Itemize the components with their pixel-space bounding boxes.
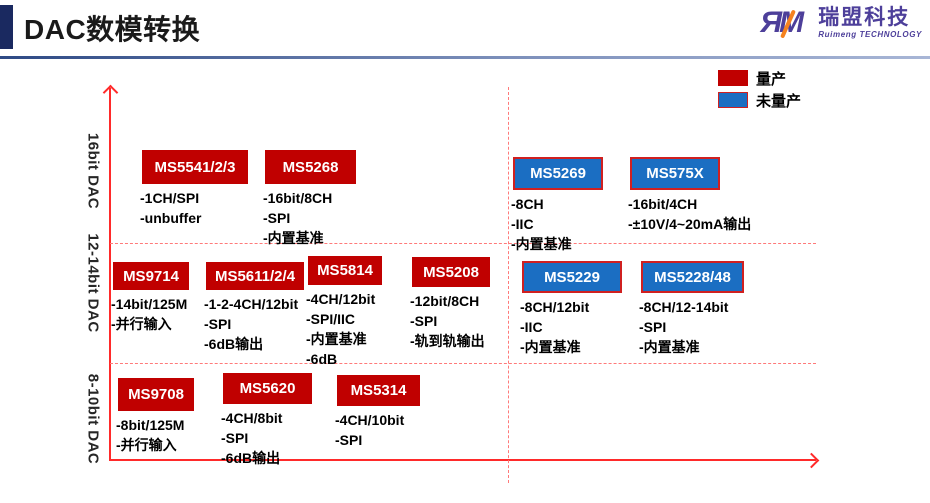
product-spec: -8bit/125M bbox=[116, 417, 185, 433]
product-card: MS5541/2/3 -1CH/SPI -unbuffer bbox=[140, 150, 248, 228]
product-spec: -6dB输出 bbox=[204, 336, 264, 352]
product-card: MS5269 -8CH -IIC -内置基准 bbox=[511, 157, 603, 254]
legend-label: 量产 bbox=[756, 70, 787, 88]
product-specs: -8CH -IIC -内置基准 bbox=[511, 194, 603, 254]
product-card: MS5611/2/4 -1-2-4CH/12bit -SPI -6dB输出 bbox=[204, 262, 304, 354]
row-label-16bit: 16bit DAC bbox=[84, 132, 102, 210]
product-card: MS5314 -4CH/10bit -SPI bbox=[335, 375, 420, 450]
product-spec: -并行输入 bbox=[111, 316, 172, 332]
row-label-12-14bit: 12-14bit DAC bbox=[84, 233, 102, 333]
product-card: MS5228/48 -8CH/12-14bit -SPI -内置基准 bbox=[639, 261, 744, 357]
x-axis-line bbox=[110, 459, 816, 461]
product-spec: -8CH/12-14bit bbox=[639, 299, 729, 315]
product-spec: -SPI/IIC bbox=[306, 311, 356, 327]
logo-text: 瑞盟科技 Ruimeng TECHNOLOGY bbox=[818, 6, 922, 40]
product-specs: -8bit/125M -并行输入 bbox=[116, 415, 194, 455]
product-spec: -内置基准 bbox=[306, 331, 367, 347]
product-spec: -1-2-4CH/12bit bbox=[204, 296, 299, 312]
product-spec: -SPI bbox=[221, 430, 249, 446]
product-spec: -8CH/12bit bbox=[520, 299, 590, 315]
product-spec: -内置基准 bbox=[511, 236, 572, 252]
product-specs: -14bit/125M -并行输入 bbox=[111, 294, 189, 334]
row-divider-dashed-1 bbox=[110, 243, 816, 244]
product-card: MS575X -16bit/4CH -±10V/4~20mA输出 bbox=[628, 157, 751, 234]
product-specs: -4CH/10bit -SPI bbox=[335, 410, 420, 450]
product-spec: -14bit/125M bbox=[111, 296, 188, 312]
product-spec: -12bit/8CH bbox=[410, 293, 480, 309]
product-spec: -轨到轨输出 bbox=[410, 333, 485, 349]
product-specs: -1-2-4CH/12bit -SPI -6dB输出 bbox=[204, 294, 304, 354]
product-specs: -16bit/8CH -SPI -内置基准 bbox=[263, 188, 356, 248]
row-label-8-10bit: 8-10bit DAC bbox=[84, 373, 102, 465]
column-divider-dashed bbox=[508, 87, 509, 483]
product-spec: -16bit/4CH bbox=[628, 196, 698, 212]
product-spec: -内置基准 bbox=[520, 339, 581, 355]
product-spec: -IIC bbox=[511, 216, 534, 232]
product-card: MS9714 -14bit/125M -并行输入 bbox=[111, 262, 189, 334]
logo-company-en: Ruimeng TECHNOLOGY bbox=[818, 30, 922, 39]
product-specs: -12bit/8CH -SPI -轨到轨输出 bbox=[410, 291, 490, 351]
page-title: DAC数模转换 bbox=[24, 14, 201, 45]
product-spec: -6dB bbox=[306, 351, 338, 367]
product-chip: MS5620 bbox=[223, 373, 312, 404]
product-chip: MS5541/2/3 bbox=[142, 150, 248, 184]
product-spec: -内置基准 bbox=[263, 230, 324, 246]
product-chip: MS5228/48 bbox=[641, 261, 744, 293]
product-spec: -SPI bbox=[410, 313, 438, 329]
product-spec: -1CH/SPI bbox=[140, 190, 200, 206]
product-card: MS5208 -12bit/8CH -SPI -轨到轨输出 bbox=[410, 257, 490, 351]
product-specs: -4CH/12bit -SPI/IIC -内置基准 -6dB bbox=[306, 289, 382, 369]
product-spec: -IIC bbox=[520, 319, 543, 335]
product-card: MS5229 -8CH/12bit -IIC -内置基准 bbox=[520, 261, 622, 357]
product-spec: -并行输入 bbox=[116, 437, 177, 453]
y-axis-line bbox=[109, 88, 111, 461]
product-card: MS9708 -8bit/125M -并行输入 bbox=[116, 378, 194, 455]
product-chip: MS5268 bbox=[265, 150, 356, 184]
legend-swatch bbox=[718, 92, 748, 108]
legend-row: 量产 bbox=[718, 70, 801, 88]
product-card: MS5620 -4CH/8bit -SPI -6dB输出 bbox=[221, 373, 312, 468]
product-spec: -SPI bbox=[263, 210, 291, 226]
product-card: MS5814 -4CH/12bit -SPI/IIC -内置基准 -6dB bbox=[306, 256, 382, 369]
product-specs: -1CH/SPI -unbuffer bbox=[140, 188, 248, 228]
legend: 量产未量产 bbox=[718, 70, 801, 114]
company-logo: ЯM 瑞盟科技 Ruimeng TECHNOLOGY bbox=[760, 6, 922, 46]
title-accent-bar bbox=[0, 5, 13, 49]
product-chip: MS9708 bbox=[118, 378, 194, 411]
product-chip: MS575X bbox=[630, 157, 720, 190]
product-spec: -SPI bbox=[204, 316, 232, 332]
header-divider bbox=[0, 56, 930, 59]
legend-swatch bbox=[718, 70, 748, 86]
legend-label: 未量产 bbox=[756, 92, 802, 110]
product-card: MS5268 -16bit/8CH -SPI -内置基准 bbox=[263, 150, 356, 248]
logo-company-cn: 瑞盟科技 bbox=[818, 6, 911, 29]
x-axis-arrow-icon bbox=[803, 452, 820, 469]
product-spec: -6dB输出 bbox=[221, 450, 281, 466]
product-spec: -SPI bbox=[335, 432, 363, 448]
product-spec: -4CH/10bit bbox=[335, 412, 405, 428]
product-spec: -16bit/8CH bbox=[263, 190, 333, 206]
product-specs: -4CH/8bit -SPI -6dB输出 bbox=[221, 408, 312, 468]
logo-monogram-icon: ЯM bbox=[760, 6, 816, 46]
product-specs: -8CH/12bit -IIC -内置基准 bbox=[520, 297, 622, 357]
product-spec: -4CH/8bit bbox=[221, 410, 283, 426]
product-chip: MS5314 bbox=[337, 375, 420, 406]
product-chip: MS5229 bbox=[522, 261, 622, 293]
product-spec: -内置基准 bbox=[639, 339, 700, 355]
product-chip: MS5814 bbox=[308, 256, 382, 285]
product-spec: -unbuffer bbox=[140, 210, 202, 226]
product-chip: MS9714 bbox=[113, 262, 189, 290]
y-axis-arrow-icon bbox=[102, 84, 119, 101]
product-chip: MS5611/2/4 bbox=[206, 262, 304, 290]
product-chip: MS5208 bbox=[412, 257, 490, 287]
product-spec: -±10V/4~20mA输出 bbox=[628, 216, 752, 232]
product-chip: MS5269 bbox=[513, 157, 603, 190]
legend-row: 未量产 bbox=[718, 92, 802, 110]
product-spec: -4CH/12bit bbox=[306, 291, 376, 307]
product-specs: -8CH/12-14bit -SPI -内置基准 bbox=[639, 297, 744, 357]
product-spec: -SPI bbox=[639, 319, 667, 335]
row-divider-dashed-2 bbox=[110, 363, 816, 364]
product-spec: -8CH bbox=[511, 196, 544, 212]
product-specs: -16bit/4CH -±10V/4~20mA输出 bbox=[628, 194, 751, 234]
